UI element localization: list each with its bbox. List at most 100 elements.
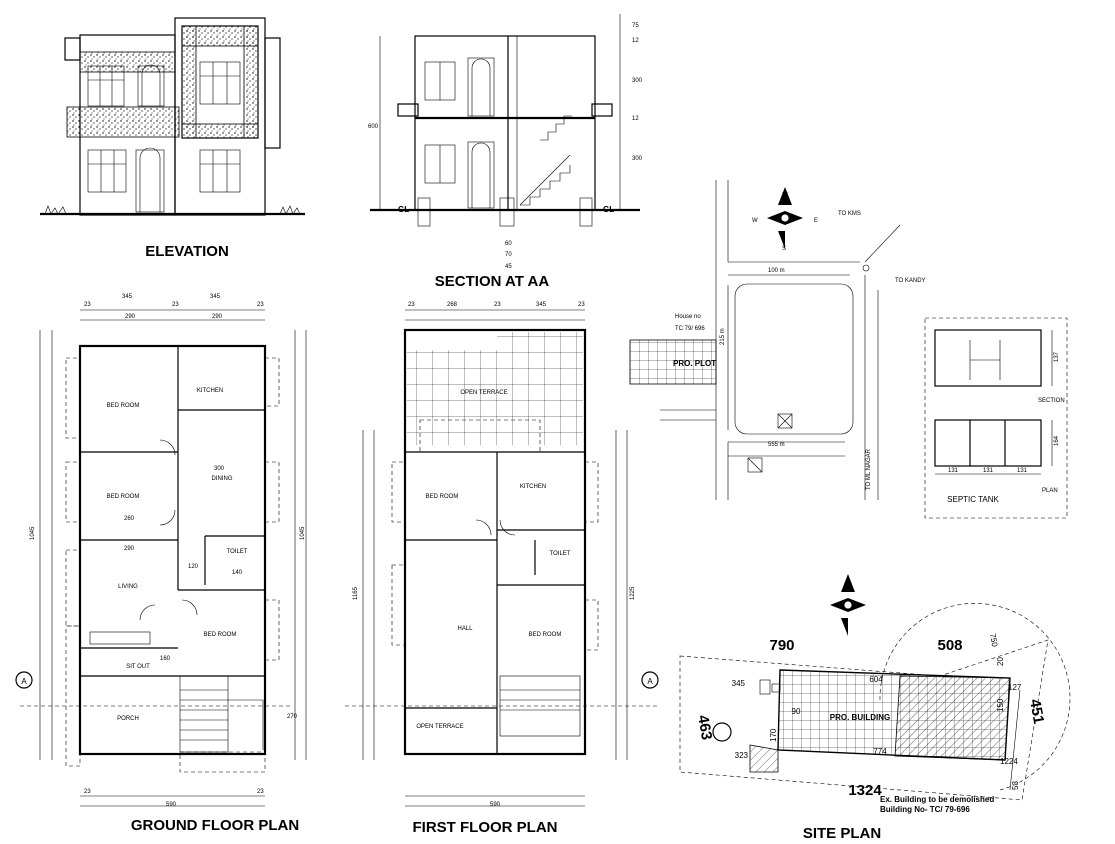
gf-kitchen-label: KITCHEN <box>197 388 223 394</box>
site-345: 345 <box>732 679 746 688</box>
septic-tank-drawing <box>924 317 1068 519</box>
loc-east: E <box>814 218 818 224</box>
gf-bed3-label: BED ROOM <box>204 632 237 638</box>
loc-north: N <box>782 191 788 200</box>
ff-bed2-label: BED ROOM <box>529 632 562 638</box>
gf-dim-in1: 290 <box>125 314 136 320</box>
loc-to-kandy: TO KANDY <box>895 278 926 284</box>
loc-215m: 215 m <box>720 328 726 345</box>
site-20: 20 <box>996 657 1005 666</box>
site-463: 463 <box>694 714 715 742</box>
septic-dim-164: 164 <box>1054 435 1060 446</box>
gl-label-right: GL <box>603 205 614 214</box>
ff-dim-total: 1165 <box>353 586 359 600</box>
septic-section-label: SECTION <box>1038 398 1065 404</box>
gf-dim-120: 120 <box>188 564 199 570</box>
gf-dim-160: 160 <box>160 656 171 662</box>
section-marker-left <box>15 671 33 689</box>
site-150: 150 <box>996 698 1005 712</box>
loc-to-mlnagar: TO ML NAGAR <box>866 448 872 490</box>
gf-dim-300: 300 <box>214 466 225 472</box>
septic-title: SEPTIC TANK <box>947 495 999 504</box>
ff-dim-top1: 23 <box>408 302 415 308</box>
ff-terrace-label: OPEN TERRACE <box>460 390 507 396</box>
site-plan-title: SITE PLAN <box>803 825 881 842</box>
site-451: 451 <box>1026 698 1047 726</box>
site-750: 750 <box>988 633 999 648</box>
location-plan <box>629 180 901 500</box>
gf-dining-label: DINING <box>212 476 233 482</box>
ff-toilet-label: TOILET <box>550 551 571 557</box>
loc-to-kms: TO KMS <box>838 211 861 217</box>
loc-tc: TC 79/ 696 <box>675 326 705 332</box>
gf-sitout-label: SIT OUT <box>126 664 150 670</box>
section-dim-12b: 12 <box>632 116 639 122</box>
gf-dim-270: 270 <box>287 714 298 720</box>
site-building-label: PRO. BUILDING <box>830 713 890 722</box>
section-dim-45: 45 <box>505 264 512 270</box>
septic-dim-131c: 131 <box>1017 468 1028 474</box>
elevation-drawing <box>40 17 305 216</box>
gf-dim-top2: 345 <box>122 294 133 300</box>
gf-dim-140: 140 <box>232 570 243 576</box>
first-floor-drawing <box>345 309 660 807</box>
loc-house: House no <box>675 314 701 320</box>
loc-100m: 100 m <box>768 268 785 274</box>
loc-555m: 555 m <box>768 442 785 448</box>
loc-plot: PRO. PLOT <box>673 359 716 368</box>
section-dim-70: 70 <box>505 252 512 258</box>
septic-dim-131a: 131 <box>948 468 959 474</box>
site-170: 170 <box>769 728 778 742</box>
site-790: 790 <box>769 637 794 654</box>
section-title: SECTION AT AA <box>435 273 550 290</box>
section-marker-left-label: A <box>21 677 27 686</box>
site-774: 774 <box>873 747 887 756</box>
septic-plan-label: PLAN <box>1042 488 1058 494</box>
gf-bed2-label: BED ROOM <box>107 494 140 500</box>
gf-dim-top1: 23 <box>84 302 91 308</box>
gf-dim-bot1: 23 <box>84 789 91 795</box>
site-508: 508 <box>937 637 962 654</box>
section-dim-12a: 12 <box>632 38 639 44</box>
site-604: 604 <box>869 675 883 684</box>
gl-label-left: GL <box>398 205 409 214</box>
gf-dim-bot3: 23 <box>257 789 264 795</box>
gf-dim-290: 290 <box>124 546 135 552</box>
ff-dim-bot: 590 <box>490 802 501 808</box>
section-marker-right-label: A <box>647 677 653 686</box>
site-53: 53 <box>1011 781 1020 790</box>
gf-porch-label: PORCH <box>117 716 139 722</box>
section-dim-300a: 300 <box>632 78 643 84</box>
septic-dim-137: 137 <box>1054 351 1060 362</box>
section-marker-right <box>641 671 659 689</box>
ff-hall-label: HALL <box>457 626 473 632</box>
septic-dim-131b: 131 <box>983 468 994 474</box>
section-dim-300b: 300 <box>632 156 643 162</box>
ff-bed1-label: BED ROOM <box>426 494 459 500</box>
gf-dim-top3: 23 <box>172 302 179 308</box>
ground-floor-title: GROUND FLOOR PLAN <box>131 817 299 834</box>
section-dim-75: 75 <box>632 23 639 29</box>
site-1324: 1324 <box>848 782 882 799</box>
gf-dim-total-right: 1045 <box>300 526 306 540</box>
loc-south: S <box>782 246 786 252</box>
loc-west: W <box>752 218 758 224</box>
gf-toilet-label: TOILET <box>227 549 248 555</box>
ff-dim-total2: 1225 <box>630 586 636 600</box>
site-plan-drawing <box>679 574 1071 801</box>
gf-dim-top4: 345 <box>210 294 221 300</box>
ff-dim-top2: 268 <box>447 302 458 308</box>
site-127: 127 <box>1008 683 1022 692</box>
site-note1: Ex. Building to be demolished <box>880 795 994 804</box>
gf-dim-top5: 23 <box>257 302 264 308</box>
elevation-title: ELEVATION <box>145 243 229 260</box>
site-1224: 1224 <box>1000 757 1018 766</box>
gf-dim-bot2: 590 <box>166 802 177 808</box>
section-drawing <box>370 14 640 227</box>
ff-dim-top3: 23 <box>494 302 501 308</box>
ff-kitchen-label: KITCHEN <box>520 484 546 490</box>
site-90: 90 <box>792 707 801 716</box>
ground-floor-drawing <box>20 309 307 807</box>
gf-bed1-label: BED ROOM <box>107 403 140 409</box>
